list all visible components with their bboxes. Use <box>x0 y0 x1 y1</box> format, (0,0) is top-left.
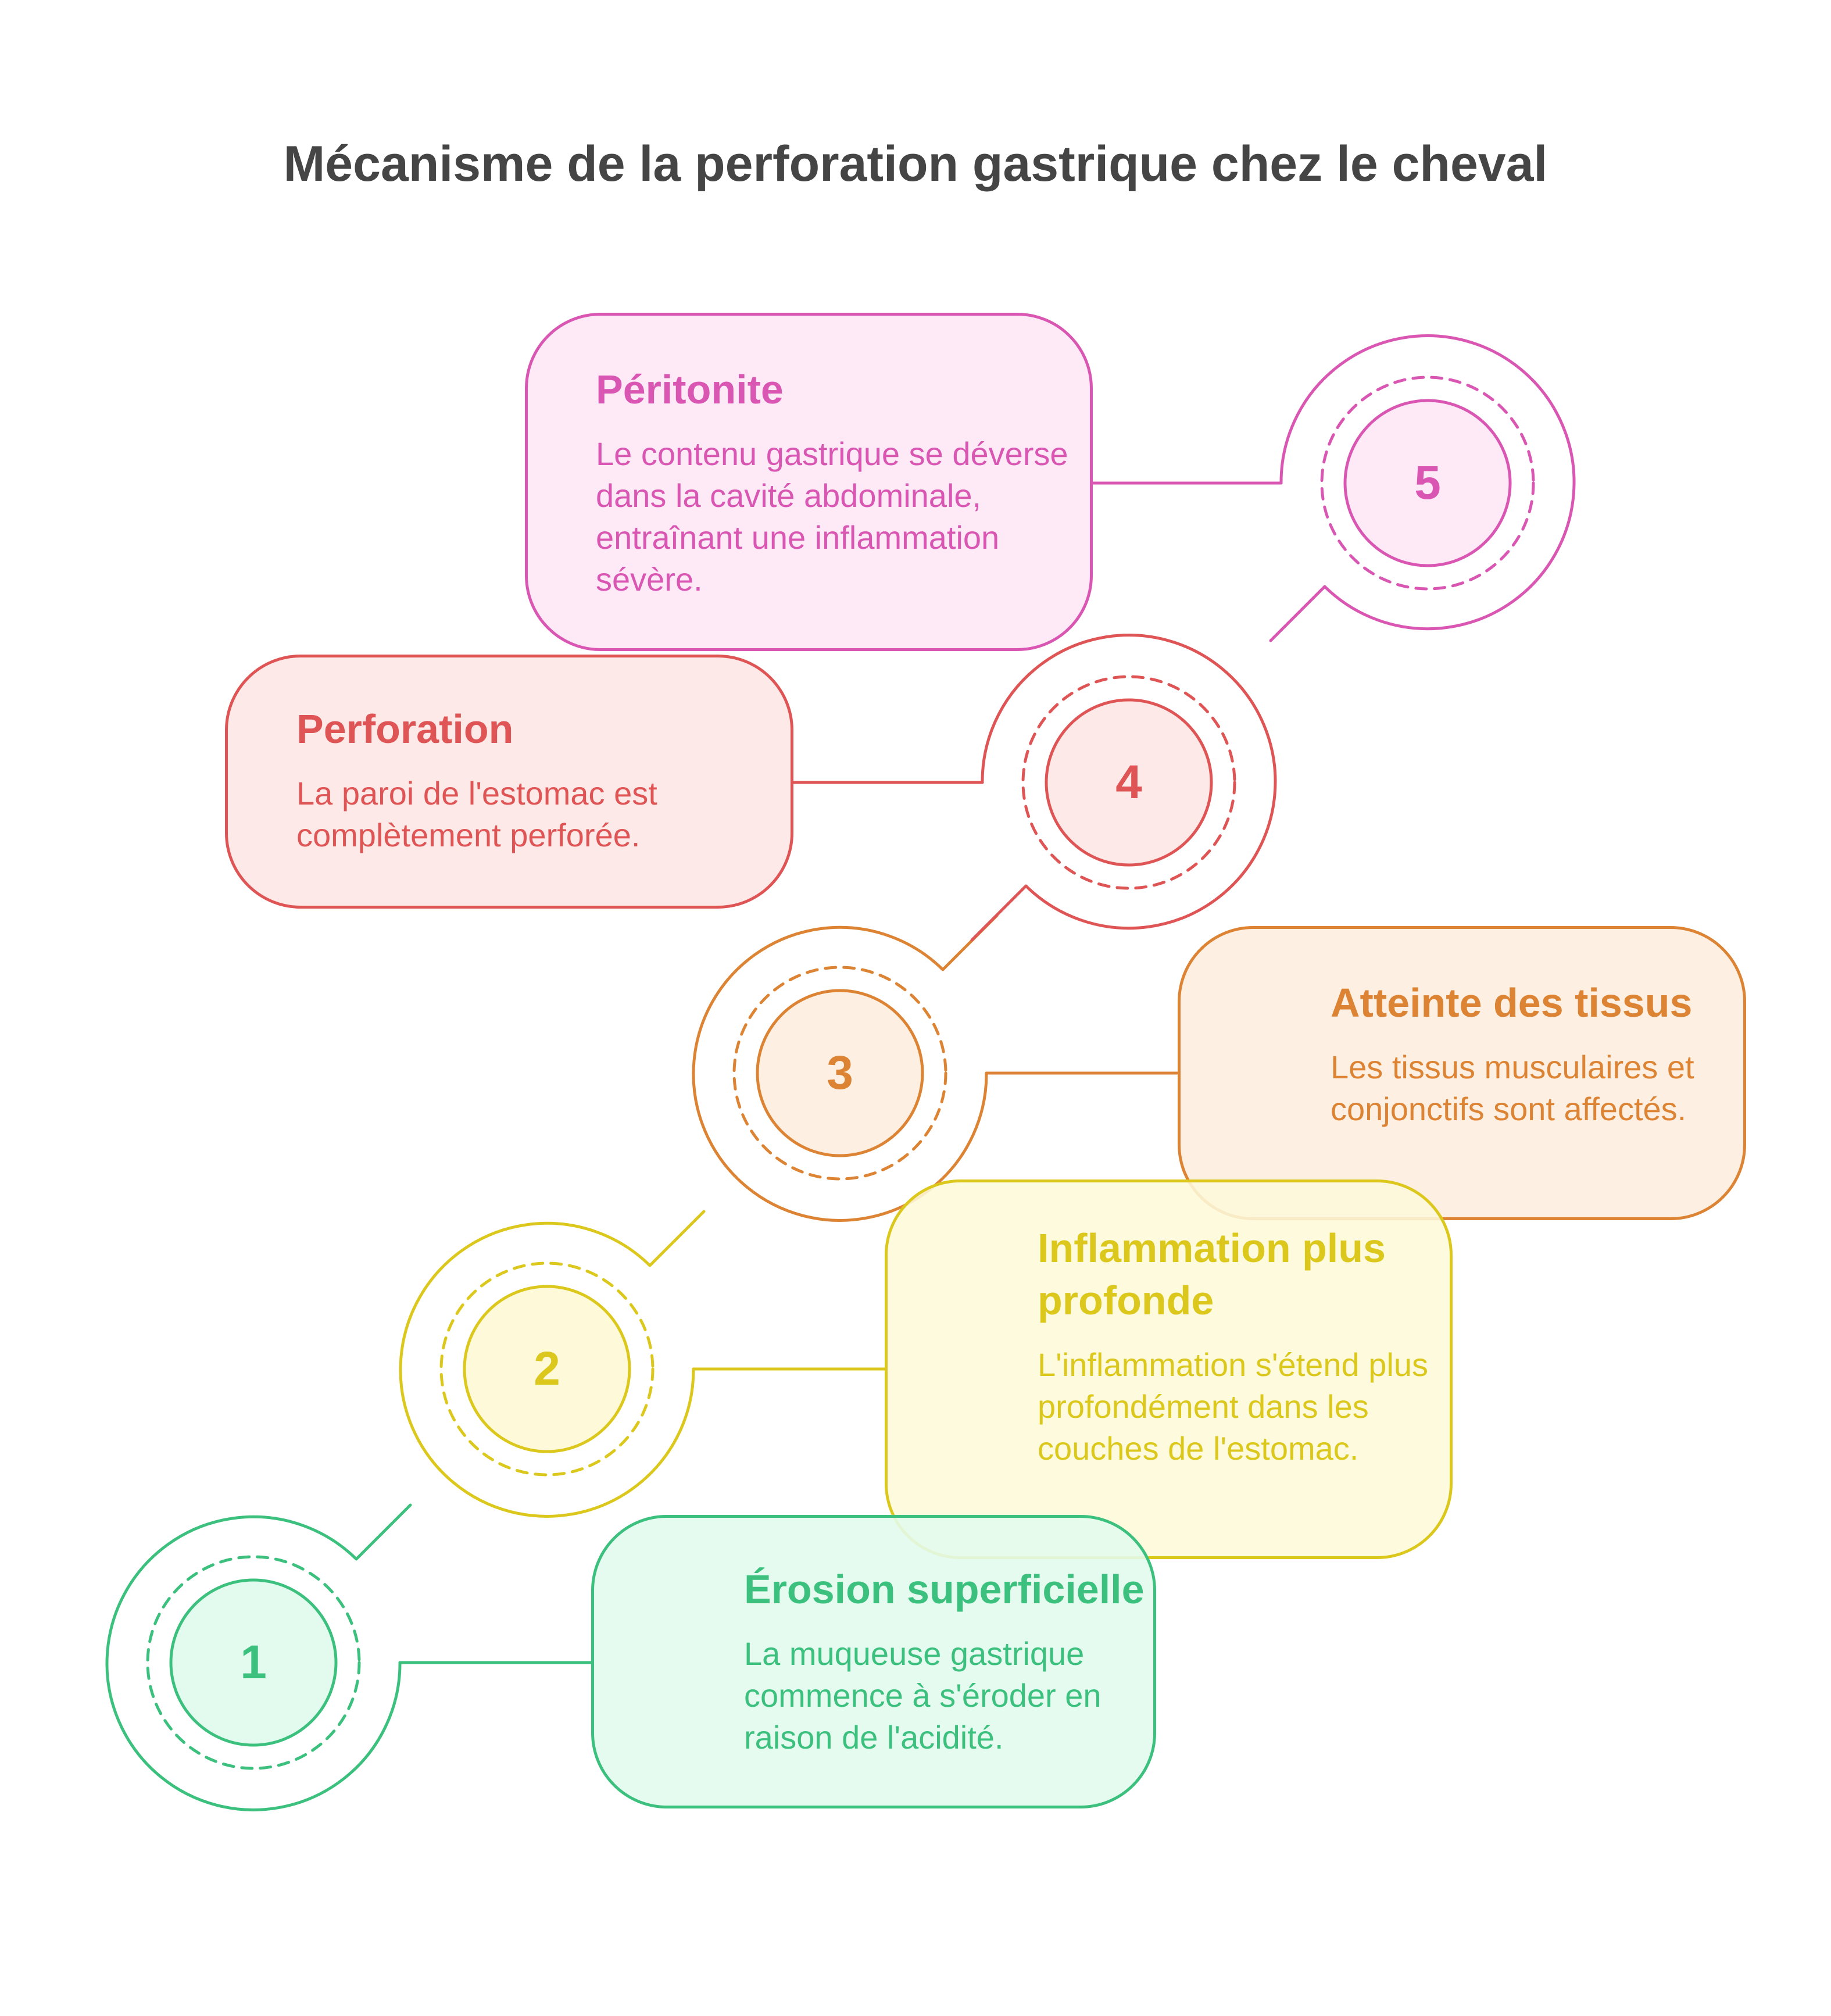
step-2-graphic <box>399 1210 886 1518</box>
step-2-description: L'inflammation s'étend plus profondément… <box>1038 1346 1428 1467</box>
step-3-card: Atteinte des tissus Les tissus musculair… <box>1178 926 1746 1220</box>
step-2-outer-ring <box>399 1210 706 1518</box>
step-5-dashed-ring <box>1320 376 1535 591</box>
step-1-outer-ring <box>105 1503 412 1811</box>
step-3-description: Les tissus musculaires et conjonctifs so… <box>1331 1049 1694 1127</box>
step-5-description: Le contenu gastrique se déverse dans la … <box>596 435 1068 598</box>
step-1-inner-circle <box>169 1578 338 1747</box>
step-1-title: Érosion superficielle <box>744 1567 1145 1612</box>
step-2-title: Inflammation plus profonde <box>1038 1225 1386 1323</box>
step-5-card: Péritonite Le contenu gastrique se déver… <box>525 313 1093 651</box>
step-2-number: 2 <box>534 1342 560 1395</box>
step-5-inner-circle <box>1343 399 1512 567</box>
step-5-title: Péritonite <box>596 367 784 412</box>
step-4-title: Perforation <box>296 706 514 752</box>
step-1-graphic <box>105 1503 593 1811</box>
step-1-description: La muqueuse gastrique commence à s'érode… <box>744 1635 1102 1756</box>
step-2-dashed-ring <box>439 1261 655 1477</box>
diagram-title: Mécanisme de la perforation gastrique ch… <box>283 136 1548 192</box>
step-5-outer-ring <box>1269 334 1576 642</box>
step-5-graphic <box>1091 334 1576 642</box>
step-2-inner-circle <box>463 1285 631 1453</box>
step-1-dashed-ring <box>146 1555 361 1770</box>
step-3-title: Atteinte des tissus <box>1331 980 1693 1025</box>
step-4-dashed-ring <box>1021 675 1236 890</box>
step-2-card: Inflammation plus profonde L'inflammatio… <box>885 1179 1453 1559</box>
step-4-graphic <box>792 634 1277 942</box>
step-3-number: 3 <box>827 1046 853 1099</box>
step-1-number: 1 <box>240 1636 267 1689</box>
step-4-outer-ring <box>970 634 1277 942</box>
step-4-description: La paroi de l'estomac est complètement p… <box>296 775 657 853</box>
step-3-dashed-ring <box>732 966 947 1181</box>
step-4-card: Perforation La paroi de l'estomac est co… <box>225 655 793 909</box>
step-4-inner-circle <box>1045 698 1213 867</box>
step-5-number: 5 <box>1414 456 1441 509</box>
step-1-card: Érosion superficielle La muqueuse gastri… <box>591 1515 1156 1808</box>
step-3-inner-circle <box>756 989 924 1157</box>
step-4-number: 4 <box>1115 756 1142 809</box>
